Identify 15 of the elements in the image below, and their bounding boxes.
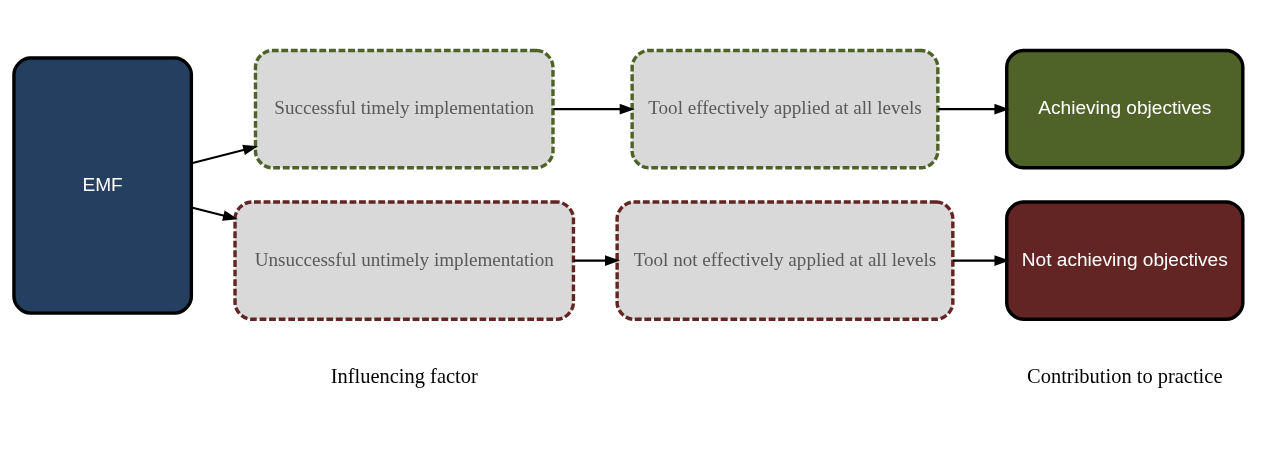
node-box: Achieving objectives xyxy=(1005,48,1245,170)
arrow xyxy=(573,255,621,266)
label: Contribution to practice xyxy=(1027,364,1223,387)
arrow xyxy=(191,206,238,221)
label: Influencing factor xyxy=(330,364,478,387)
arrow xyxy=(938,103,1010,115)
node-box: Successful timely implementation xyxy=(253,48,555,170)
node-box: Not achieving objectives xyxy=(1005,200,1245,321)
node-box: Tool not effectively applied at all levels xyxy=(615,200,955,321)
node-box: Tool effectively applied at all levels xyxy=(630,48,940,170)
node-box: Unsuccessful untimely implementation xyxy=(233,200,576,321)
arrow xyxy=(952,255,1010,266)
arrow xyxy=(191,144,259,165)
arrow xyxy=(553,103,635,115)
node-box: EMF xyxy=(12,56,194,315)
